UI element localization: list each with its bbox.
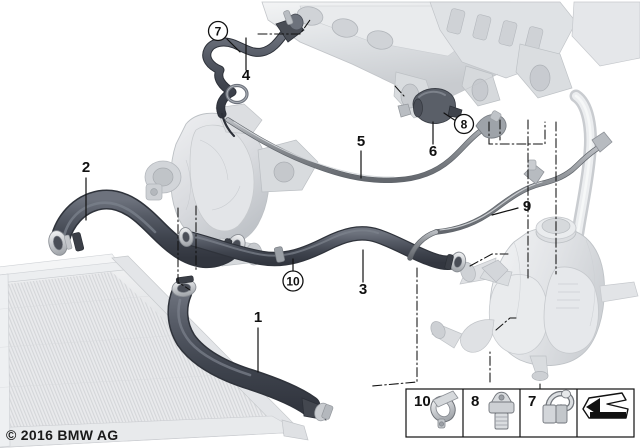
callout-1[interactable]: 1 [254,309,262,326]
callout-4[interactable]: 4 [242,67,251,84]
callout-8-label: 8 [461,118,468,132]
callout-2-label: 2 [82,159,90,176]
expansion-tank [430,89,639,381]
callout-8-ring [453,113,475,135]
callout-1-label: 1 [254,309,262,326]
legend-label-7: 7 [528,393,536,410]
hose-4 [202,10,305,138]
legend-cell-arrow[interactable] [582,392,629,419]
cylinder-head [261,1,640,119]
hose-fitting [275,10,305,43]
legend-cell-10[interactable]: 10 [414,390,460,429]
leader-7 [226,38,241,53]
hose-elbow-fitting [523,159,545,185]
legend-label-8: 8 [471,393,479,410]
hose-1 [167,275,334,422]
callout-6[interactable]: 6 [429,143,437,160]
callout-7-label: 7 [215,25,222,39]
part-6-valve [412,88,463,124]
copyright-notice: © 2016 BMW AG [6,427,119,443]
hose-elbow-fitting [475,110,507,139]
hose-clamp-icon [171,275,197,298]
callout-9-label: 9 [523,198,531,215]
retaining-clip-icon [225,83,249,105]
callout-2[interactable]: 2 [82,159,90,176]
hose-clamp-icon [274,246,285,263]
callout-10-ring [282,270,304,292]
hose-end-connector [444,251,467,273]
hose-clamp-icon [48,230,85,256]
callout-3[interactable]: 3 [359,281,367,298]
assembly-reference-lines [177,19,557,395]
callout-10[interactable]: 10 [282,270,304,292]
callout-7-ring [207,20,229,42]
retaining-clip-icon [542,389,575,424]
radiator [0,253,309,448]
callout-4-label: 4 [242,67,251,84]
legend-cell-8[interactable]: 8 [471,391,515,430]
hose-3 [178,226,467,273]
callout-5-label: 5 [357,133,365,150]
bolt-icon [488,391,515,430]
misc-fittings [397,103,412,118]
sensor-bracket [481,259,509,283]
leader-9 [491,207,519,216]
callout-8[interactable]: 8 [453,113,475,135]
callout-9[interactable]: 9 [523,198,531,215]
hose-elbow-fitting [591,131,613,153]
callout-10-label: 10 [286,275,300,289]
callout-5[interactable]: 5 [357,133,365,150]
hose-5 [225,110,507,184]
callout-7[interactable]: 7 [207,20,229,42]
hose-clamp-icon [430,390,459,429]
leader-8 [443,112,457,122]
hose-end-connector [178,227,194,247]
legend-cell-7[interactable]: 7 [528,389,575,424]
legend-label-10: 10 [414,393,431,410]
radiator-connector [301,397,334,422]
direction-arrow-icon [582,392,629,419]
callout-6-label: 6 [429,143,437,160]
callout-3-label: 3 [359,281,367,298]
